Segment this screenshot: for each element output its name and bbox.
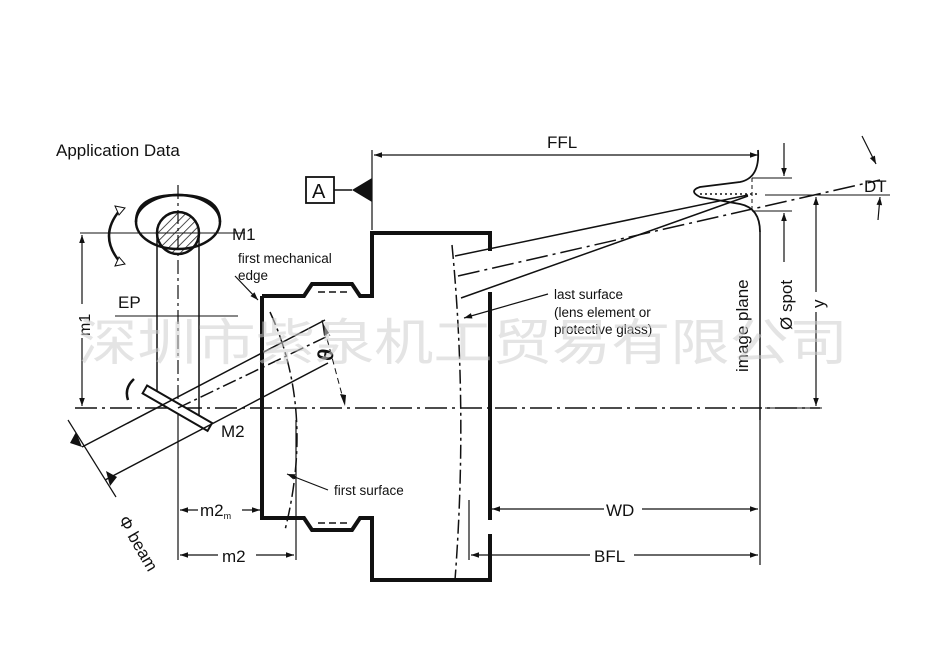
label-ffl: FFL [547, 133, 577, 152]
label-y: y [809, 299, 828, 308]
datum-label: A [312, 181, 326, 203]
first-surface-curve [269, 311, 298, 531]
label-wd: WD [606, 501, 634, 520]
label-image-plane: image plane [733, 279, 752, 372]
label-bfl: BFL [594, 547, 625, 566]
datum-box [305, 176, 335, 204]
label-dt: DT [864, 177, 887, 196]
spot-profile [693, 149, 761, 233]
label-spot: Ø spot [777, 280, 796, 330]
label-m1-dim: m1 [77, 314, 94, 336]
label-m2: M2 [221, 422, 245, 441]
label-first-mech-2: edge [238, 268, 268, 283]
label-last-surface-3: protective glass) [554, 322, 652, 337]
label-beam: Φ beam [115, 513, 162, 575]
watermark: 深圳市紫泉机工贸易有限公司 [78, 314, 848, 372]
beam [81, 319, 331, 481]
lens-housing [260, 231, 492, 582]
label-m1: M1 [232, 225, 256, 244]
tilt-arrow-icon [125, 378, 135, 401]
label-ep: EP [118, 293, 141, 312]
label-first-surface: first surface [334, 483, 404, 498]
last-surface-curve [451, 244, 462, 581]
label-m2-dim: m2 [222, 547, 246, 566]
mirror-m2 [141, 384, 214, 433]
label-last-surface-1: last surface [554, 287, 623, 302]
output-beam [454, 179, 881, 299]
label-last-surface-2: (lens element or [554, 305, 651, 320]
title: Application Data [56, 141, 180, 160]
rotation-arrow-icon [107, 209, 121, 263]
label-theta: θ [312, 347, 339, 363]
mirror-m1 [134, 185, 222, 420]
label-first-mech-1: first mechanical [238, 251, 332, 266]
label-m2m: m2m [200, 501, 231, 521]
